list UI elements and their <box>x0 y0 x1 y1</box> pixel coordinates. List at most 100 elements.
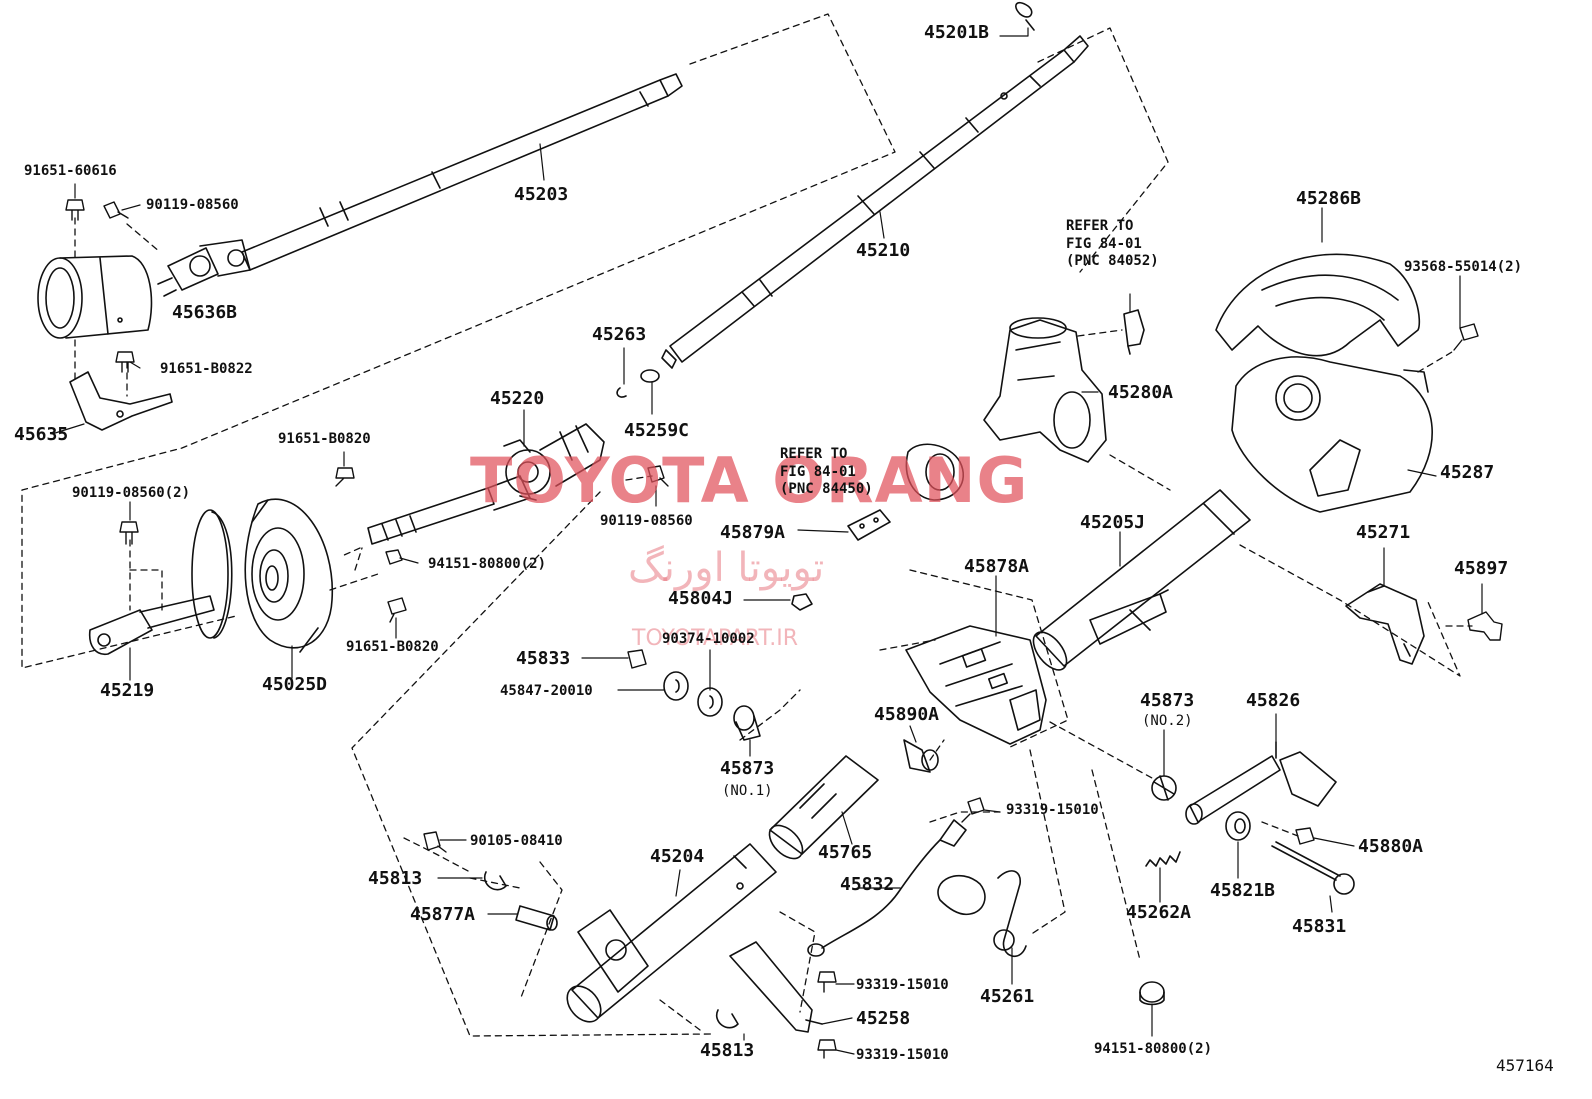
part-label-45847-20010: 45847-20010 <box>500 683 593 699</box>
part-label-45878A: 45878A <box>964 556 1030 577</box>
part-label-45286B: 45286B <box>1296 188 1362 209</box>
part-label-45287: 45287 <box>1440 462 1495 483</box>
spring-45262A <box>1145 851 1181 867</box>
lever-45258 <box>729 941 823 1033</box>
part-label-45821B: 45821B <box>1210 880 1276 901</box>
part-label-93319-15010-c: 93319-15010 <box>856 1047 949 1063</box>
ring-45201B <box>1015 1 1035 31</box>
figure-number: 457164 <box>1496 1056 1554 1075</box>
part-label-45765: 45765 <box>818 842 873 863</box>
part-label-45826: 45826 <box>1246 690 1301 711</box>
watermark-persian: تویوتا اورنگ <box>628 545 825 591</box>
bracket-45635 <box>69 371 173 431</box>
lock-housing-45280A <box>983 317 1107 463</box>
part-label-45201B: 45201B <box>924 22 990 43</box>
boot-45025D <box>244 498 334 653</box>
part-label-90105-08410: 90105-08410 <box>470 833 563 849</box>
part-label-45635: 45635 <box>14 424 69 445</box>
pin-45877A <box>515 905 558 931</box>
part-label-91651-B0820-b: 91651-B0820 <box>346 639 439 655</box>
bolt-symbols <box>65 199 1503 1059</box>
watermark-site: TOYOTAPART.IR <box>632 626 799 651</box>
part-label-93568-55014-2: 93568-55014(2) <box>1404 259 1523 275</box>
bracket-45878A <box>905 625 1047 745</box>
watermark-brand: TOYOTA ORANG <box>470 444 1029 517</box>
part-label-45890A: 45890A <box>874 704 940 725</box>
part-label-91651-B0822: 91651-B0822 <box>160 361 253 377</box>
part-label-45813-b: 45813 <box>700 1040 755 1061</box>
nut-45804J <box>791 593 813 611</box>
tube-45205J <box>1032 489 1251 671</box>
part-label-45258: 45258 <box>856 1008 911 1029</box>
part-label-94151-80800-2-a: 94151-80800(2) <box>428 556 547 572</box>
tilt-lever-45826 <box>1185 741 1337 825</box>
cable-45832 <box>807 819 967 957</box>
part-label-93319-15010-b: 93319-15010 <box>856 977 949 993</box>
part-label-45262A: 45262A <box>1126 902 1192 923</box>
washer-90374-10002 <box>697 687 723 717</box>
plate-45879A <box>847 509 891 541</box>
washer-45821B <box>1225 811 1251 841</box>
bushing-45890A <box>903 739 939 773</box>
ring-45259C <box>640 369 660 383</box>
part-label-90119-08560-top: 90119-08560 <box>146 197 239 213</box>
part-label-45205J: 45205J <box>1080 512 1146 533</box>
part-label-45204: 45204 <box>650 846 705 867</box>
part-label-45897: 45897 <box>1454 558 1509 579</box>
clip-45813-a <box>483 871 507 891</box>
bushing-45873-no2 <box>1151 775 1177 801</box>
part-label-45271: 45271 <box>1356 522 1411 543</box>
part-label-45831: 45831 <box>1292 916 1347 937</box>
pin-45263 <box>616 387 627 398</box>
part-label-45263: 45263 <box>592 324 647 345</box>
bolt-45831 <box>1271 841 1355 895</box>
part-label-45877A: 45877A <box>410 904 476 925</box>
dashed-group-outlines <box>21 13 1473 1037</box>
part-label-45880A: 45880A <box>1358 836 1424 857</box>
part-label-90119-08560-mid: 90119-08560 <box>600 513 693 529</box>
part-label-45259C: 45259C <box>624 420 690 441</box>
part-label-45873-no2-suffix: (NO.2) <box>1142 713 1193 729</box>
yoke-45219 <box>88 509 233 655</box>
part-label-45873-no1-suffix: (NO.1) <box>722 783 773 799</box>
leader-lines <box>51 27 1483 1055</box>
upper-cover-45286B <box>1215 253 1421 357</box>
part-label-94151-80800-2-b: 94151-80800(2) <box>1094 1041 1213 1057</box>
clamp-45271 <box>1345 583 1425 665</box>
part-label-45219: 45219 <box>100 680 155 701</box>
part-label-93319-15010-a: 93319-15010 <box>1006 802 1099 818</box>
main-shaft-45210 <box>661 35 1089 369</box>
cover-45636B <box>37 255 153 339</box>
lower-cover-45287 <box>1231 356 1433 513</box>
column-tube-45204 <box>566 843 777 1023</box>
part-label-45879A: 45879A <box>720 522 786 543</box>
refer-note-84450: REFER TO FIG 84-01 (PNC 84450) <box>780 446 873 497</box>
ref-part-84450 <box>905 443 965 501</box>
part-label-45833: 45833 <box>516 648 571 669</box>
part-label-90119-08560-2: 90119-08560(2) <box>72 485 191 501</box>
sleeve-45765 <box>768 755 879 860</box>
part-label-45220: 45220 <box>490 388 545 409</box>
part-label-45636B: 45636B <box>172 302 238 323</box>
part-label-45813-a: 45813 <box>368 868 423 889</box>
spring-45261 <box>937 870 1027 958</box>
part-label-45873-no2: 45873 <box>1140 690 1195 711</box>
part-label-45280A: 45280A <box>1108 382 1174 403</box>
intermediate-shaft-45203 <box>157 73 683 297</box>
clip-45813-b <box>715 1009 739 1029</box>
part-label-45261: 45261 <box>980 986 1035 1007</box>
steering-joint-45220 <box>367 423 605 545</box>
part-label-45203: 45203 <box>514 184 569 205</box>
bushing-45873-no1 <box>733 705 761 741</box>
part-label-91651-60616: 91651-60616 <box>24 163 117 179</box>
part-label-91651-B0820-a: 91651-B0820 <box>278 431 371 447</box>
nut-94151-80800-bottom <box>1139 981 1165 1006</box>
part-label-45804J: 45804J <box>668 588 734 609</box>
part-label-45832: 45832 <box>840 874 895 895</box>
part-label-45210: 45210 <box>856 240 911 261</box>
part-label-45025D: 45025D <box>262 674 328 695</box>
ref-part-84052 <box>1123 309 1145 355</box>
refer-note-84052: REFER TO FIG 84-01 (PNC 84052) <box>1066 218 1159 269</box>
